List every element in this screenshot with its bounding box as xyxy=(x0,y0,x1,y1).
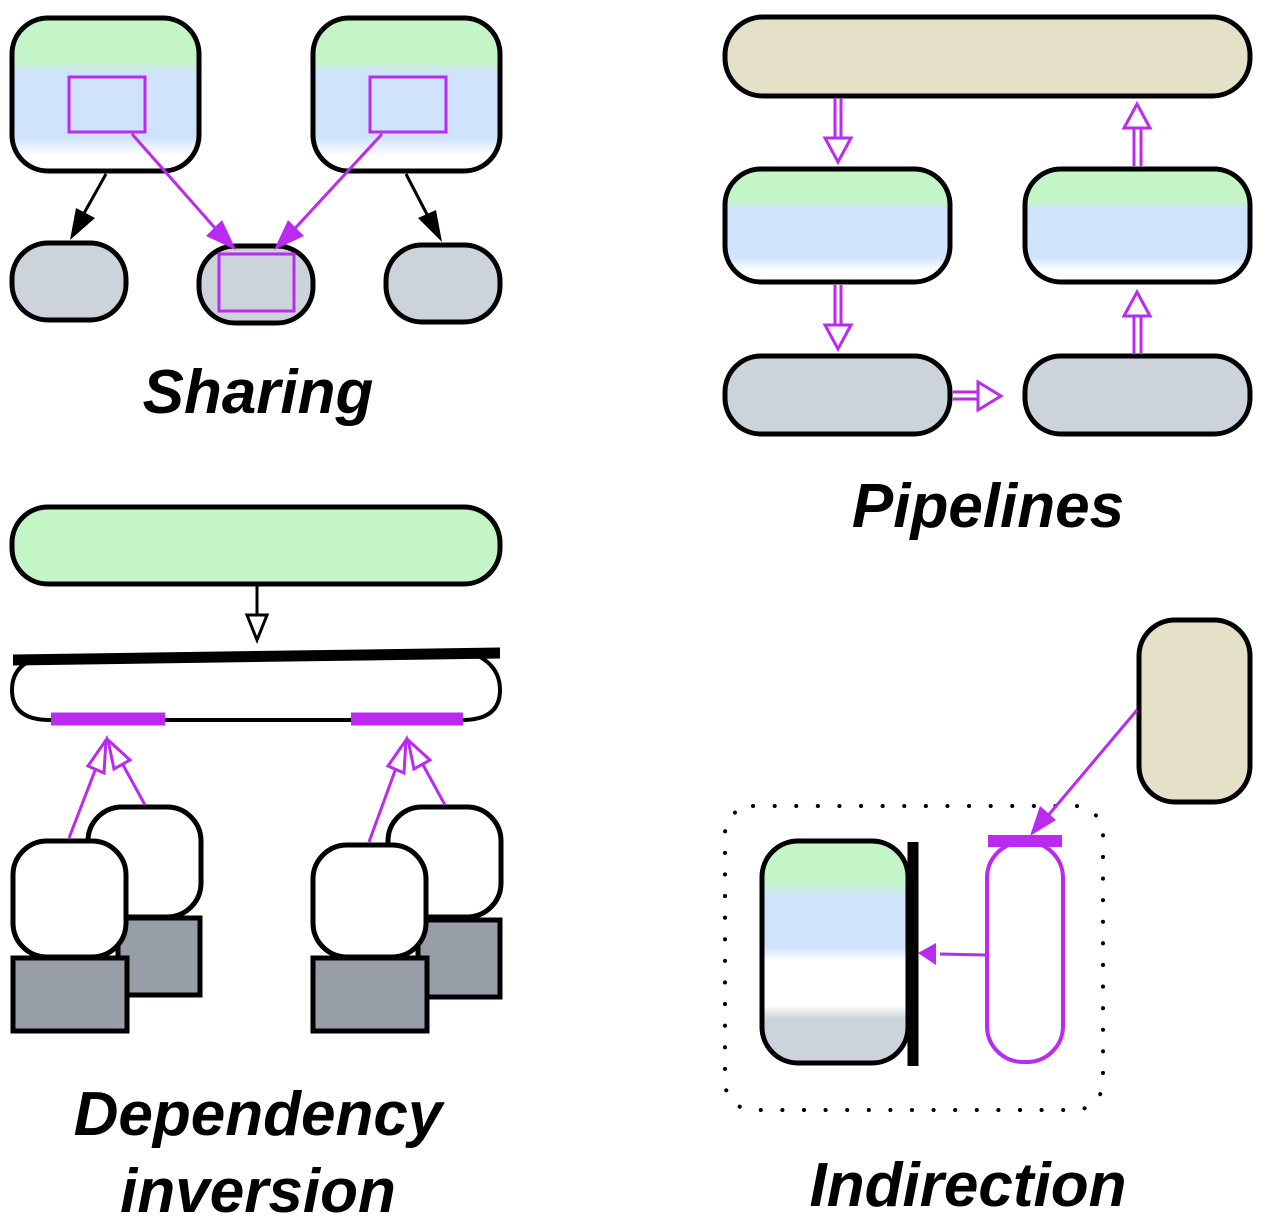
di-high-level-node xyxy=(9,504,503,587)
pipeline-arrow-down-2 xyxy=(822,285,854,353)
pipeline-data-node-right xyxy=(1022,353,1253,437)
di-impl-store-front-right xyxy=(310,955,430,1034)
hollow-arrowhead-icon xyxy=(822,323,854,353)
sharing-shared-box xyxy=(217,252,296,313)
dependency-inversion-title-line1: Dependency xyxy=(74,1080,446,1149)
di-implements-arrow xyxy=(67,767,98,839)
dependency-inversion-panel: Dependency inversion xyxy=(9,504,504,1226)
sharing-child-node-left xyxy=(9,240,129,323)
arrowhead-icon xyxy=(918,943,936,965)
indirection-client-node xyxy=(1136,617,1253,805)
sharing-purple-arrow-left xyxy=(130,133,224,237)
pipeline-data-node-left xyxy=(722,353,953,437)
hollow-arrowhead-icon xyxy=(1121,100,1153,130)
indirection-proxy-node xyxy=(985,840,1065,1064)
arrowhead-icon xyxy=(274,220,304,250)
indirection-target-node xyxy=(759,838,911,1066)
sharing-child-node-right xyxy=(383,242,503,325)
arrowhead-icon xyxy=(1030,806,1056,836)
arrowhead-icon xyxy=(206,220,236,250)
pipeline-source-node xyxy=(722,14,1253,99)
sharing-owner-node-left xyxy=(9,15,202,174)
sharing-purple-arrow-right xyxy=(286,132,384,238)
pipelines-panel: Pipelines xyxy=(722,14,1253,541)
di-impl-store-front-left xyxy=(10,955,130,1034)
arrowhead-icon xyxy=(418,210,442,242)
pipelines-title: Pipelines xyxy=(852,472,1124,541)
pipeline-stage-node-right xyxy=(1022,166,1253,285)
di-impl-node-front-right xyxy=(310,842,429,960)
hollow-arrowhead-icon xyxy=(1121,288,1153,318)
indirection-client-arrow xyxy=(1044,709,1139,819)
hollow-arrowhead-icon xyxy=(976,379,1004,413)
pipeline-arrow-up-1 xyxy=(1121,288,1153,353)
indirection-proxy-arrow xyxy=(939,952,987,957)
hollow-arrowhead-icon xyxy=(385,734,408,776)
indirection-boundary xyxy=(723,804,1105,1112)
sharing-shared-ref-right xyxy=(368,75,448,134)
di-implements-arrow xyxy=(120,762,147,806)
hollow-arrowhead-icon xyxy=(85,734,108,776)
di-implements-arrow xyxy=(367,767,398,843)
di-impl-store-back-right xyxy=(415,917,503,1000)
dependency-inversion-title-line2: inversion xyxy=(120,1157,396,1226)
di-impl-node-front-left xyxy=(10,838,129,960)
sharing-owner-node-right xyxy=(310,15,503,174)
sharing-shared-node xyxy=(196,243,316,326)
hollow-arrowhead-icon xyxy=(244,613,270,645)
arrowhead-icon xyxy=(70,208,95,240)
sharing-panel: Sharing xyxy=(9,15,503,427)
pipeline-arrow-down-1 xyxy=(822,98,854,166)
hollow-arrowhead-icon xyxy=(405,735,433,772)
hollow-arrowhead-icon xyxy=(105,735,133,772)
hollow-arrowhead-icon xyxy=(822,136,854,166)
pipeline-stage-node-left xyxy=(722,166,953,285)
pipeline-arrow-right xyxy=(953,379,1004,413)
di-impl-store-back-left xyxy=(115,915,203,998)
di-implements-arrow xyxy=(420,762,447,806)
indirection-title: Indirection xyxy=(810,1151,1127,1220)
pipeline-arrow-up-2 xyxy=(1121,100,1153,166)
sharing-title: Sharing xyxy=(143,358,374,427)
di-abstraction-bar xyxy=(12,647,501,666)
indirection-panel: Indirection xyxy=(723,617,1253,1220)
sharing-shared-ref-left xyxy=(67,75,147,134)
